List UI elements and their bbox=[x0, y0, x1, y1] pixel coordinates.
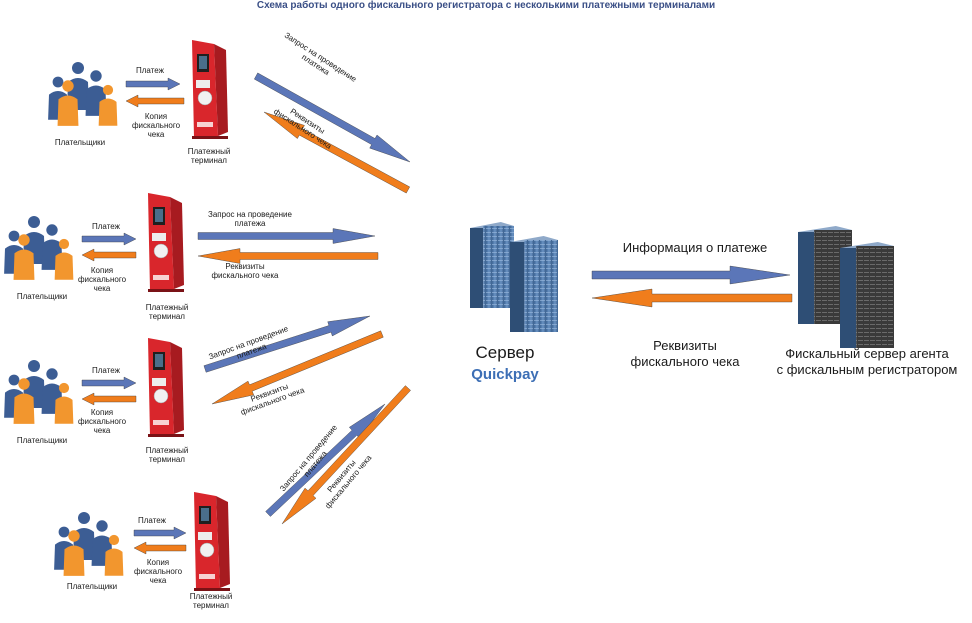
payer-person-icon bbox=[63, 530, 85, 576]
server-brand: Quickpay bbox=[471, 366, 539, 383]
payer-person-icon bbox=[98, 84, 118, 126]
receipt-copy-arrow bbox=[81, 392, 137, 406]
payment-info-label: Информация о платеже bbox=[622, 240, 768, 255]
receipt-requisites-label: Реквизиты фискального чека bbox=[630, 338, 740, 369]
receipt-requisites-arrow bbox=[591, 288, 793, 308]
terminal-label: Платежный терминал bbox=[189, 592, 233, 610]
payer-person-icon bbox=[13, 234, 35, 280]
payers-label: Плательщики bbox=[16, 436, 68, 445]
diagram-title: Схема работы одного фискального регистра… bbox=[256, 0, 716, 11]
payment-terminal-icon bbox=[148, 338, 184, 437]
payer-person-icon bbox=[54, 238, 74, 280]
payers-label: Плательщики bbox=[16, 292, 68, 301]
requisites-arrow bbox=[211, 330, 384, 405]
receipt-copy-arrow bbox=[81, 248, 137, 262]
payer-person-icon bbox=[54, 382, 74, 424]
payer-person-icon bbox=[13, 378, 35, 424]
payment-label: Платеж bbox=[92, 222, 120, 231]
payment-label: Платеж bbox=[138, 516, 166, 525]
payment-info-arrow bbox=[591, 265, 791, 285]
payment-label: Платеж bbox=[136, 66, 164, 75]
payment-terminal-icon bbox=[148, 193, 184, 292]
terminal-label: Платежный терминал bbox=[145, 446, 189, 464]
payment-label: Платеж bbox=[92, 366, 120, 375]
payers-label: Плательщики bbox=[66, 582, 118, 591]
terminal-label: Платежный терминал bbox=[187, 147, 231, 165]
payers-label: Плательщики bbox=[54, 138, 106, 147]
receipt-copy-label: Копия фискального чека bbox=[131, 112, 181, 139]
server-label: Сервер bbox=[475, 343, 535, 362]
payment-terminal-icon bbox=[192, 40, 228, 139]
fiscal-server-icon bbox=[798, 226, 852, 324]
request-label: Запрос на проведение платежа bbox=[208, 210, 292, 228]
payment-arrow bbox=[81, 376, 137, 390]
request-arrow bbox=[265, 403, 386, 517]
receipt-copy-label: Копия фискального чека bbox=[77, 408, 127, 435]
requisites-label: Реквизиты фискального чека bbox=[211, 262, 279, 280]
receipt-copy-arrow bbox=[125, 94, 185, 108]
payment-arrow bbox=[81, 232, 137, 246]
requisites-arrow bbox=[281, 385, 411, 525]
payer-person-icon bbox=[104, 534, 124, 576]
receipt-copy-label: Копия фискального чека bbox=[133, 558, 183, 585]
receipt-copy-label: Копия фискального чека bbox=[77, 266, 127, 293]
payer-person-icon bbox=[57, 80, 79, 126]
payment-arrow bbox=[133, 526, 187, 540]
request-arrow bbox=[203, 315, 371, 373]
payment-terminal-icon bbox=[194, 492, 230, 591]
fiscal-server-label: Фискальный сервер агента с фискальным ре… bbox=[776, 346, 958, 377]
request-arrow bbox=[254, 72, 411, 163]
request-arrow bbox=[197, 228, 376, 244]
requisites-arrow bbox=[263, 111, 410, 194]
fiscal-server-icon bbox=[840, 242, 894, 348]
requisites-arrow bbox=[197, 248, 379, 264]
terminal-label: Платежный терминал bbox=[145, 303, 189, 321]
quickpay-server-icon bbox=[510, 236, 558, 332]
quickpay-server-icon bbox=[470, 222, 514, 308]
payment-arrow bbox=[125, 77, 181, 91]
receipt-copy-arrow bbox=[133, 541, 187, 555]
